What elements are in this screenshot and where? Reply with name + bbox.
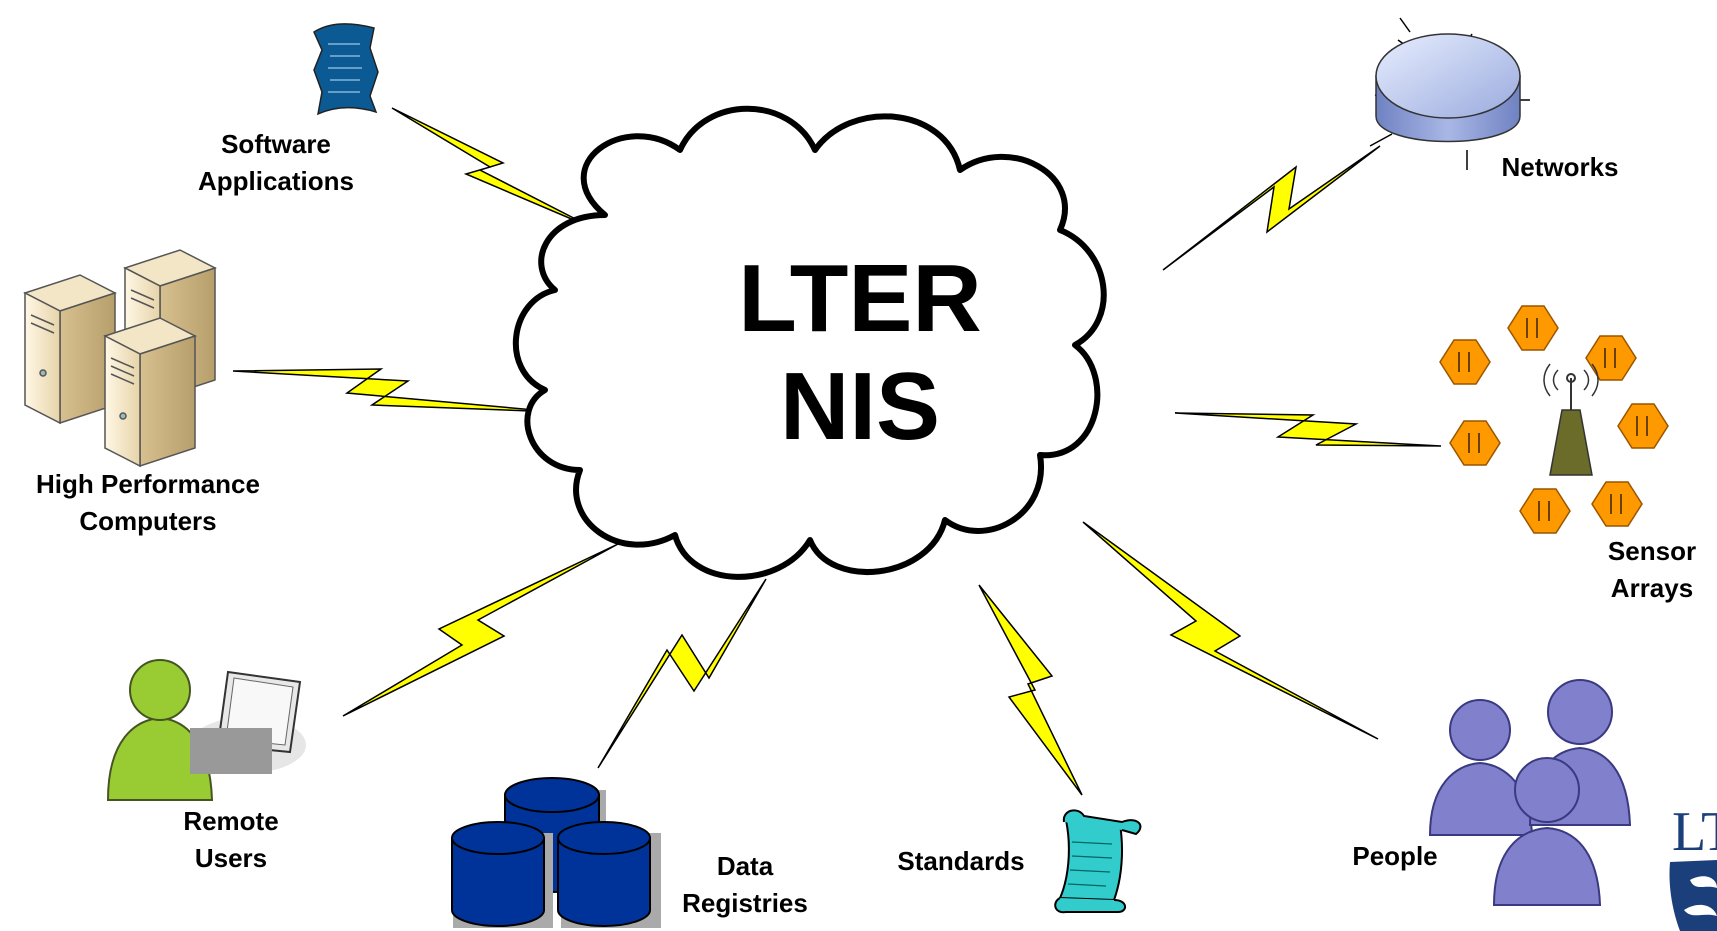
lightning-remote-users — [342, 543, 619, 717]
label-line: High Performance — [36, 469, 260, 499]
server-icon — [23, 249, 217, 468]
database-icon — [451, 777, 661, 928]
lightning-software — [391, 107, 596, 230]
label-software-applications: Software Applications — [166, 126, 386, 200]
lightning-sensor-arrays — [1174, 412, 1442, 447]
label-line: Software — [221, 129, 331, 159]
label-data-registries: Data Registries — [670, 848, 820, 922]
label-remote-users: Remote Users — [156, 803, 306, 877]
document-icon — [313, 23, 379, 116]
people-icon — [1428, 679, 1632, 906]
label-line: Networks — [1501, 152, 1619, 182]
user-laptop-icon — [106, 659, 306, 801]
sensor-node — [1449, 420, 1501, 466]
label-line: Applications — [197, 166, 354, 196]
logo-text: LT — [1672, 801, 1717, 863]
sensor-node — [1519, 488, 1571, 534]
scroll-icon — [1054, 809, 1142, 914]
label-line: Standards — [897, 846, 1025, 876]
lightning-hpc — [232, 368, 558, 413]
label-line: Data — [716, 851, 774, 881]
sensor-node — [1439, 339, 1491, 385]
hub-title-line1: LTER — [738, 245, 982, 352]
cloud-hub — [512, 105, 1107, 580]
label-line: Computers — [79, 506, 217, 536]
lightning-people — [1082, 521, 1379, 740]
sensor-node — [1617, 403, 1669, 449]
label-line: Registries — [682, 888, 808, 918]
sensor-node — [1507, 305, 1559, 351]
lter-logo: LT — [1669, 801, 1717, 931]
lightning-networks — [1162, 145, 1381, 271]
network-disk-icon — [1369, 17, 1530, 170]
sensor-icon — [1439, 305, 1669, 534]
label-people: People — [1330, 838, 1460, 875]
label-line: Users — [194, 843, 268, 873]
label-line: People — [1352, 841, 1438, 871]
label-standards: Standards — [876, 843, 1046, 880]
lightning-connectors — [232, 107, 1442, 796]
label-line: Arrays — [1610, 573, 1694, 603]
label-high-performance-computers: High Performance Computers — [0, 466, 296, 540]
label-networks: Networks — [1480, 149, 1640, 186]
lightning-data-registries — [597, 578, 767, 769]
hub-title-line2: NIS — [779, 353, 941, 460]
sensor-node — [1591, 481, 1643, 527]
label-line: Sensor — [1607, 536, 1697, 566]
label-line: Remote — [183, 806, 279, 836]
lightning-standards — [978, 584, 1083, 796]
label-sensor-arrays: Sensor Arrays — [1587, 533, 1717, 607]
sensor-node — [1585, 335, 1637, 381]
hub-title: LTER NIS — [700, 245, 1020, 461]
